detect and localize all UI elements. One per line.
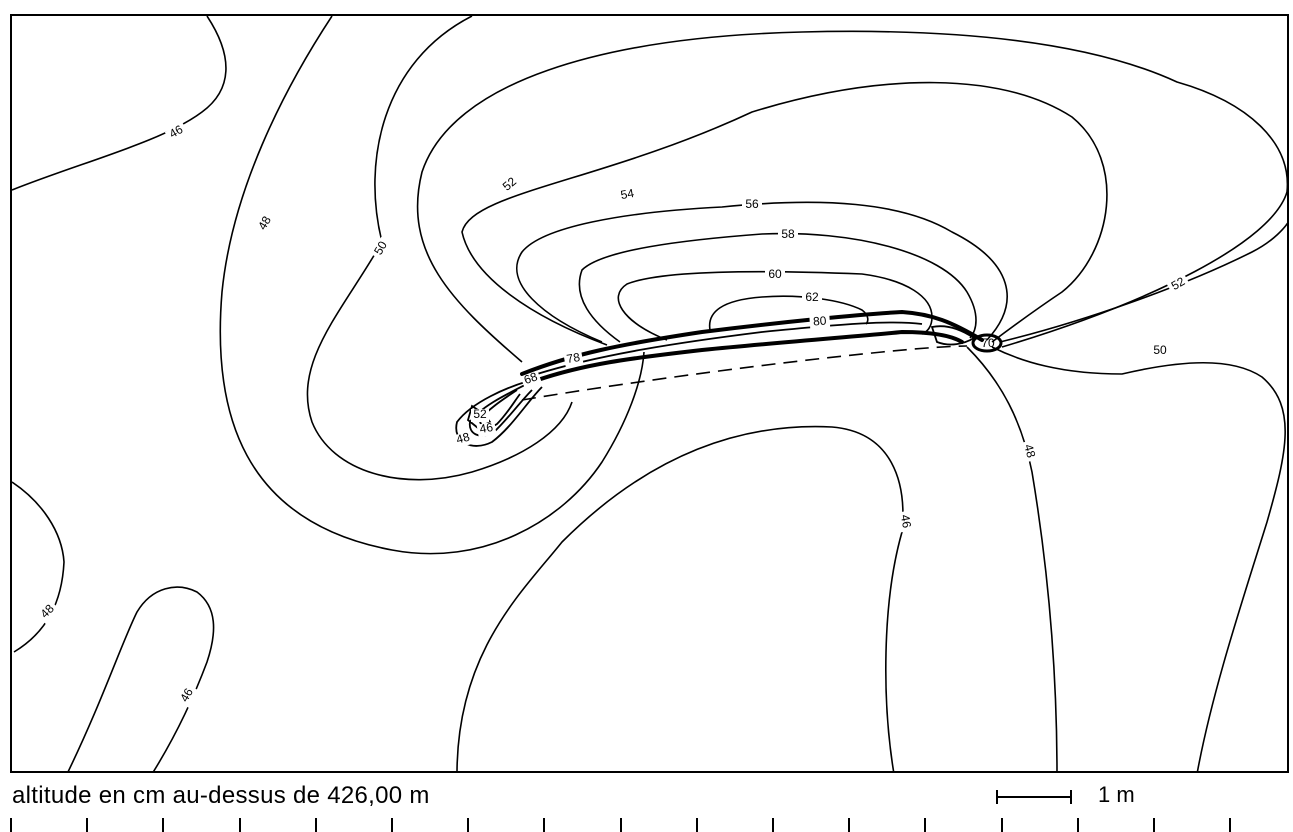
- contour-50-east: [991, 346, 1286, 771]
- grid-tick: [239, 818, 241, 832]
- label-46-tip: 46: [479, 420, 495, 436]
- label-70: 70: [981, 336, 995, 350]
- contour-54: [461, 81, 1108, 346]
- contour-map-svg: 46 48 50 52 54 56 58 60 62 80 78 68 52 4…: [12, 16, 1287, 771]
- grid-tick: [924, 818, 926, 832]
- contour-52-outer: [416, 30, 1287, 363]
- tip-contour-mid: [468, 383, 533, 437]
- contour-48-southwest: [12, 481, 65, 653]
- label-48-w: 48: [255, 213, 274, 232]
- label-52-e: 52: [1169, 274, 1188, 293]
- ridge-upper-edge: [520, 309, 984, 376]
- label-80: 80: [813, 314, 828, 329]
- grid-tick: [848, 818, 850, 832]
- grid-tick: [543, 818, 545, 832]
- grid-tick: [696, 818, 698, 832]
- label-48-tip: 48: [455, 430, 472, 447]
- ridge-lower-edge: [530, 329, 964, 384]
- label-48-se: 48: [1021, 443, 1038, 460]
- grid-tick: [315, 818, 317, 832]
- grid-tick: [1153, 818, 1155, 832]
- label-52-tip: 52: [473, 407, 487, 421]
- east-ridge-knob: [971, 333, 1003, 353]
- scale-bar-right-tick: [1070, 790, 1072, 804]
- contour-50-west: [306, 16, 573, 481]
- grid-tick: [1229, 818, 1231, 832]
- grid-tick: [467, 818, 469, 832]
- grid-tick: [162, 818, 164, 832]
- label-58: 58: [781, 227, 795, 241]
- label-54: 54: [620, 186, 636, 202]
- scale-bar-line: [996, 796, 1072, 798]
- contour-46-southwest: [67, 586, 215, 771]
- grid-tick: [86, 818, 88, 832]
- label-78: 78: [566, 350, 582, 366]
- grid-tick: [391, 818, 393, 832]
- contour-56: [516, 201, 1008, 343]
- contour-map: 46 48 50 52 54 56 58 60 62 80 78 68 52 4…: [10, 14, 1289, 773]
- contour-48-west: [219, 16, 645, 555]
- grid-tick-row: [0, 818, 1293, 832]
- scale-label: 1 m: [1098, 782, 1135, 807]
- label-62: 62: [805, 290, 819, 304]
- east-ridge-detail: [930, 325, 976, 346]
- label-60: 60: [768, 267, 782, 281]
- ridge-inner-line: [536, 321, 923, 375]
- label-68: 68: [522, 369, 540, 387]
- grid-tick: [1077, 818, 1079, 832]
- label-46-nw: 46: [167, 122, 186, 141]
- label-46-sw: 46: [177, 685, 196, 704]
- grid-tick: [620, 818, 622, 832]
- grid-tick: [1001, 818, 1003, 832]
- label-50-w: 50: [371, 238, 390, 257]
- altitude-caption: altitude en cm au-dessus de 426,00 m: [12, 782, 430, 809]
- grid-tick: [772, 818, 774, 832]
- contour-58: [578, 232, 977, 343]
- contour-46-south: [456, 425, 904, 771]
- contour-46-nw: [12, 16, 227, 191]
- grid-tick: [10, 818, 12, 832]
- label-56: 56: [745, 197, 759, 211]
- label-46-s: 46: [898, 514, 914, 530]
- scale-bar: [996, 790, 1076, 804]
- dashed-baseline: [521, 345, 968, 401]
- contour-labels: 46 48 50 52 54 56 58 60 62 80 78 68 52 4…: [36, 122, 1192, 709]
- contour-48-east: [966, 346, 1058, 771]
- label-50-e: 50: [1153, 343, 1167, 357]
- contour-52-east: [999, 222, 1287, 343]
